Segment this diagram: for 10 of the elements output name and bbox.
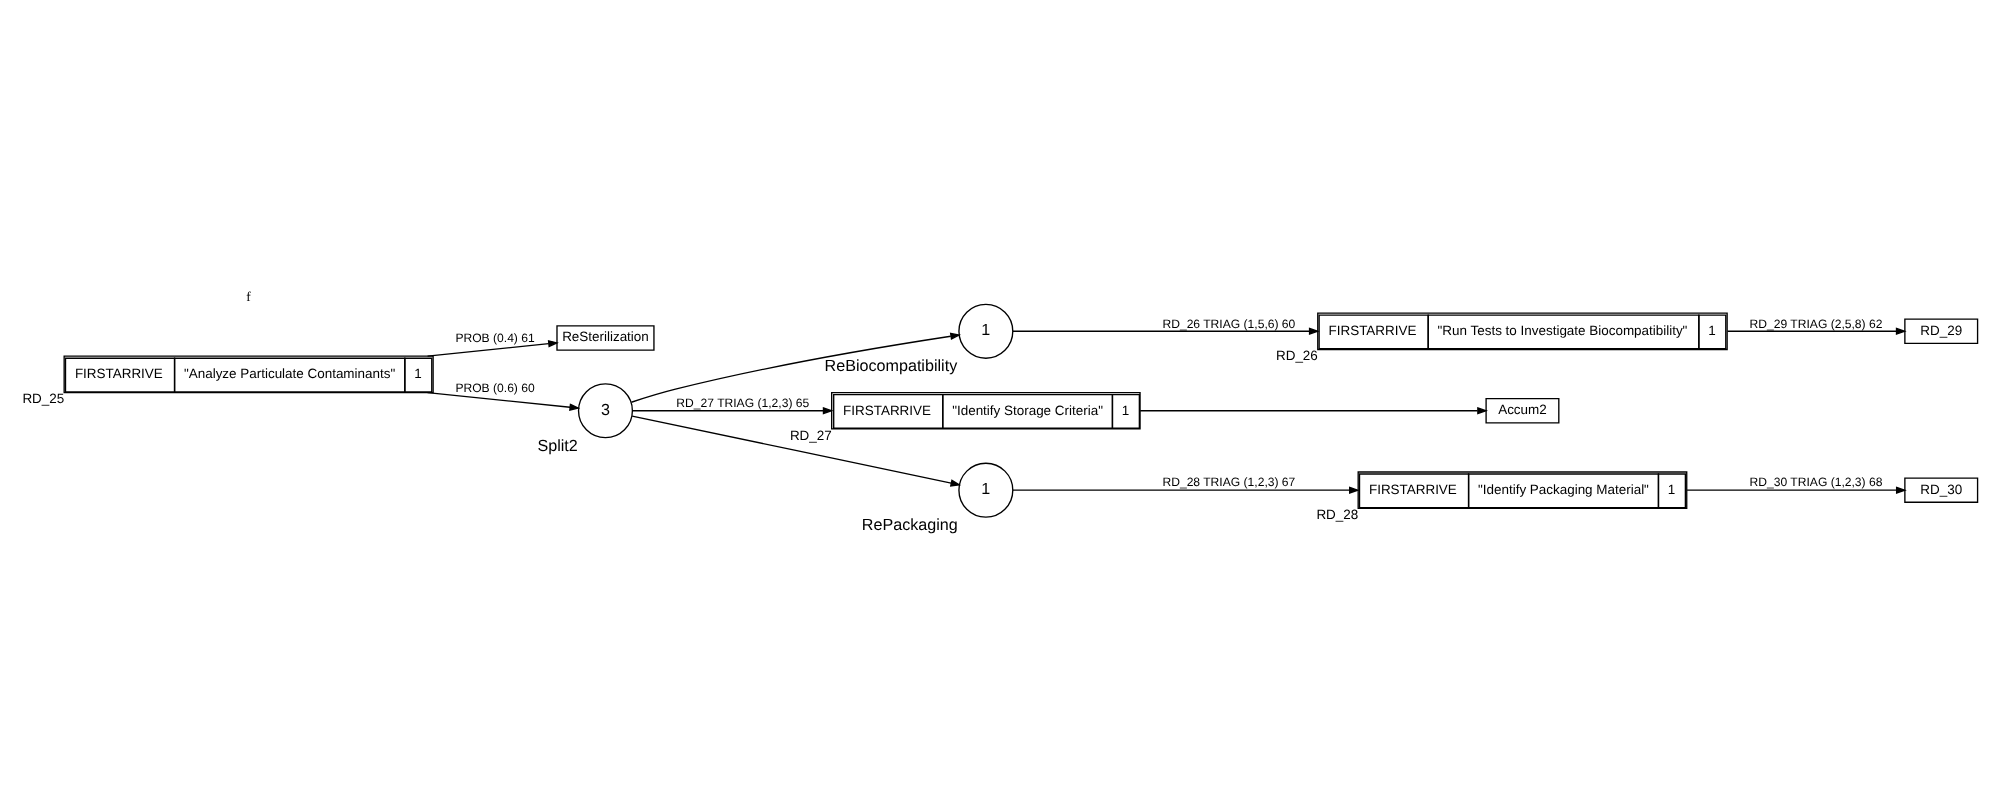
arrow [1012,326,1320,335]
arrow [1686,485,1907,493]
arrow [630,331,962,402]
arrow [1012,485,1360,493]
arrow [426,339,559,356]
arrow [632,405,834,414]
arrow [426,390,581,410]
arrow [1139,405,1488,414]
arrow [1726,326,1907,335]
arrow [631,414,962,486]
